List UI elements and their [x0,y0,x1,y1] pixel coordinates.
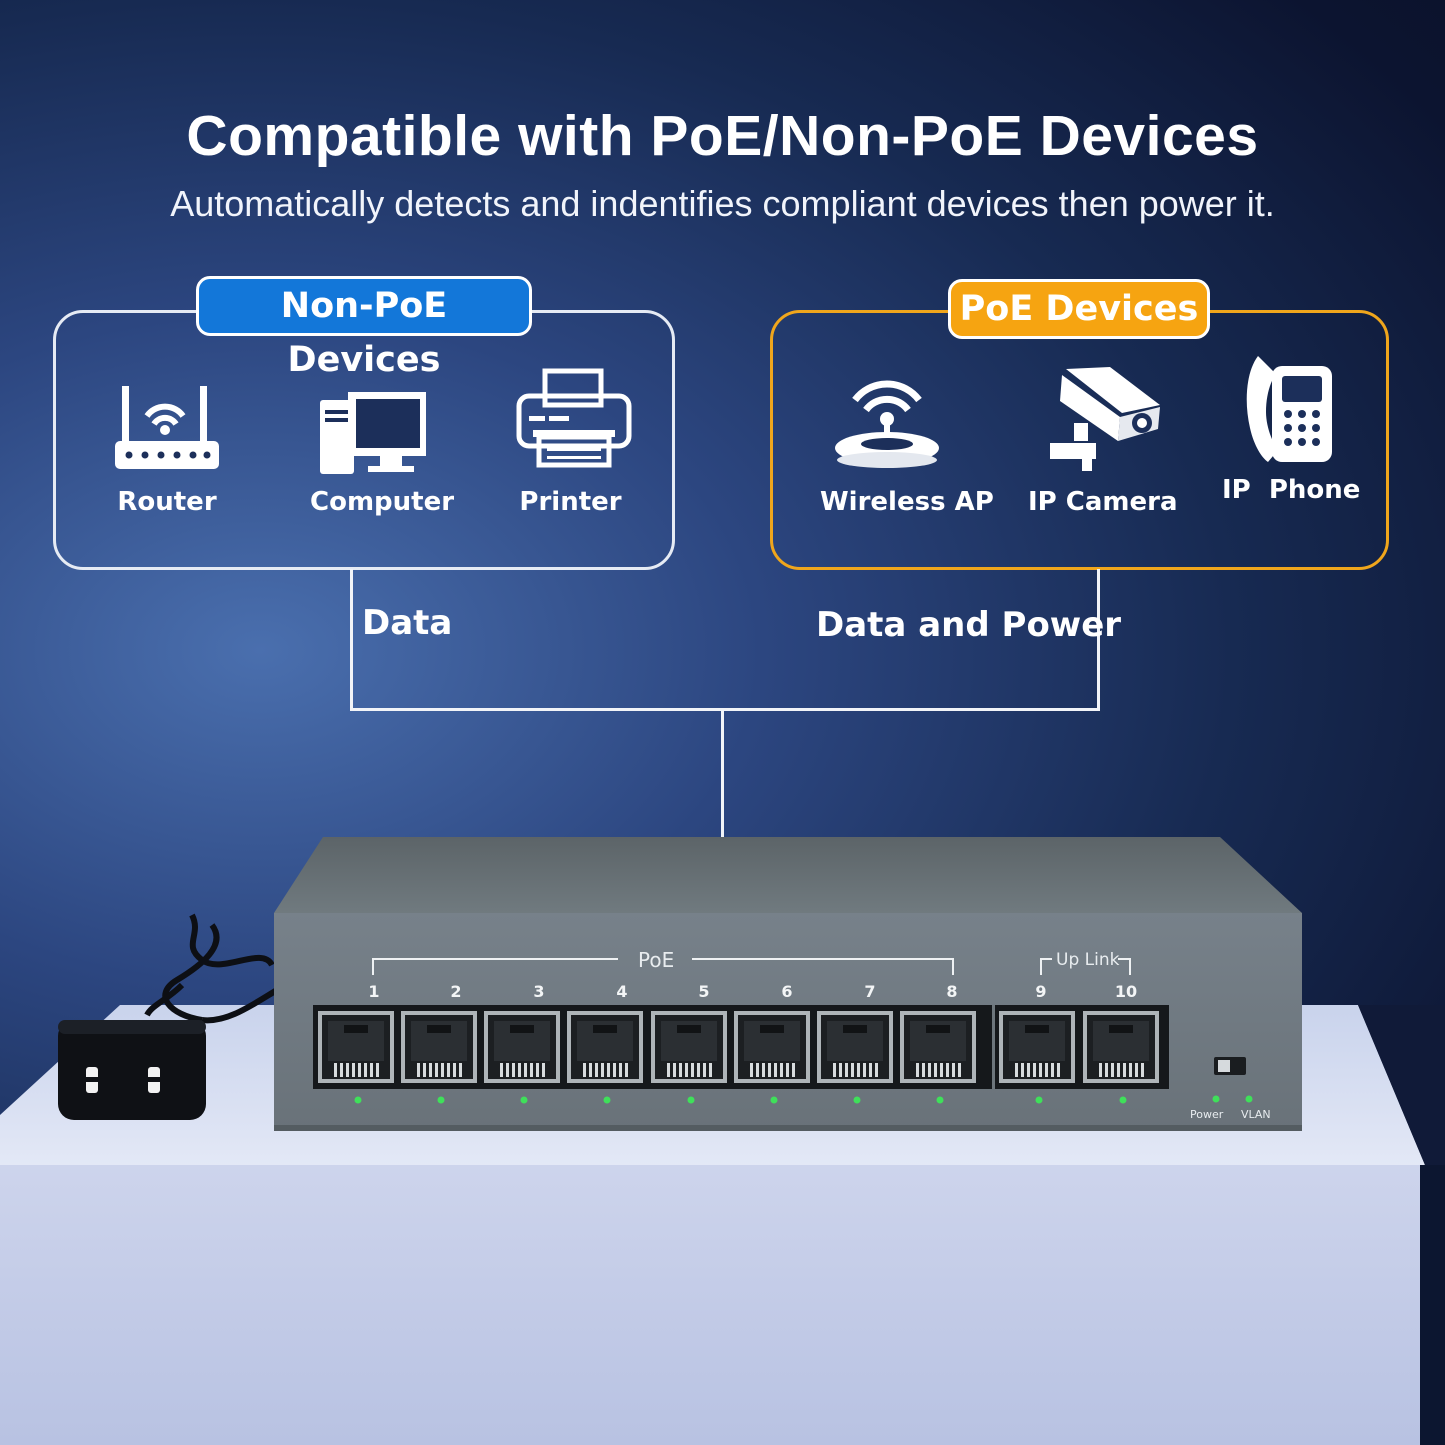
ethernet-port-5 [651,1011,727,1104]
ethernet-port-8 [900,1011,976,1104]
port-number-4: 4 [616,982,628,1001]
data-power-label: Data and Power [816,605,1122,645]
port-number-9: 9 [1035,982,1047,1001]
uplink-bracket-label: Up Link [1056,950,1120,970]
port-led-3 [520,1096,528,1104]
connector-to-switch [721,711,724,839]
power-adapter [58,913,279,1120]
data-label: Data [362,603,453,643]
printer-label: Printer [519,487,622,517]
poe-tag: PoE Devices [948,279,1210,339]
non-poe-tag: Non-PoE Devices [196,276,532,380]
ethernet-port-4 [567,1011,643,1104]
ip-phone-label: IP Phone [1222,475,1361,505]
page-title: Compatible with PoE/Non-PoE Devices [186,104,1259,168]
connector-right-vertical [1097,569,1100,710]
port-led-9 [1035,1096,1043,1104]
port-number-8: 8 [946,982,958,1001]
port-number-7: 7 [864,982,876,1001]
connector-left-vertical [350,569,353,710]
ethernet-port-9 [999,1011,1075,1104]
port-led-2 [437,1096,445,1104]
port-number-1: 1 [368,982,380,1001]
port-number-10: 10 [1114,982,1138,1001]
port-led-6 [770,1096,778,1104]
port-led-8 [936,1096,944,1104]
uplink-separator [992,1005,995,1089]
port-number-5: 5 [698,982,710,1001]
ethernet-port-3 [484,1011,560,1104]
port-led-4 [603,1096,611,1104]
port-led-1 [354,1096,362,1104]
page-subtitle: Automatically detects and indentifies co… [170,183,1275,224]
computer-label: Computer [310,487,455,517]
port-led-7 [853,1096,861,1104]
wireless-ap-label: Wireless AP [820,487,994,517]
printer-icon [516,368,632,468]
connector-horizontal [350,708,1100,711]
ip-phone-icon [1246,356,1332,462]
computer-icon [320,392,426,474]
ethernet-port-6 [734,1011,810,1104]
port-number-2: 2 [450,982,462,1001]
router-label: Router [117,487,217,517]
wireless-ap-icon [835,380,939,468]
port-number-3: 3 [533,982,545,1001]
vlan-led-label: VLAN [1241,1108,1271,1121]
ethernet-port-10 [1083,1011,1159,1104]
router-icon [115,386,219,469]
port-led-10 [1119,1096,1127,1104]
ethernet-port-7 [817,1011,893,1104]
port-number-6: 6 [781,982,793,1001]
ip-camera-icon [1050,367,1160,471]
power-led-label: Power [1190,1108,1224,1121]
ip-camera-label: IP Camera [1028,487,1178,517]
port-led-5 [687,1096,695,1104]
ethernet-port-1 [318,1011,394,1104]
poe-switch [274,837,1302,1131]
ethernet-port-2 [401,1011,477,1104]
poe-bracket-label: PoE [638,948,675,972]
